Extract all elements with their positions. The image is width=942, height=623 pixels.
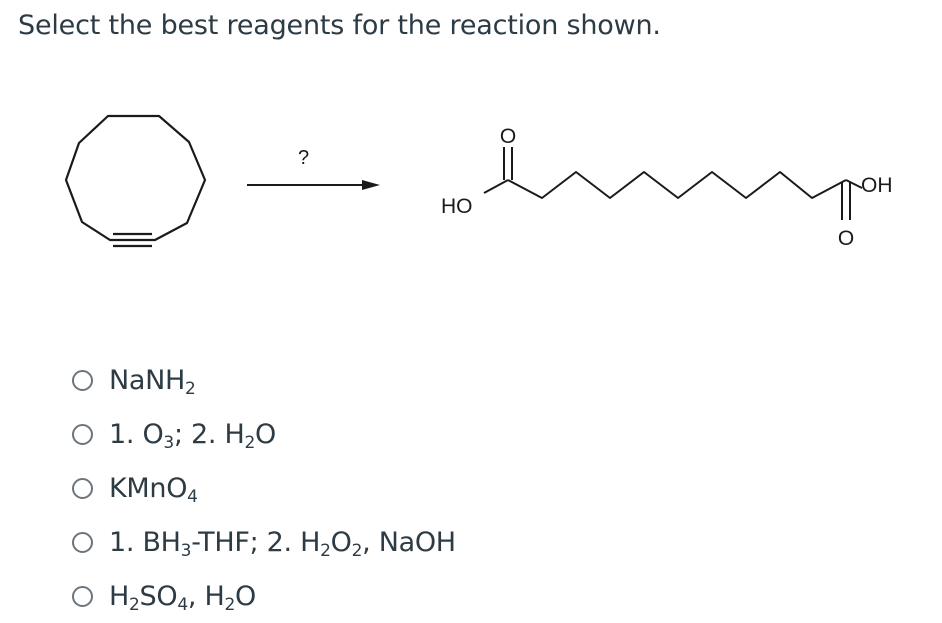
- answer-option[interactable]: H2SO4, H2O: [72, 569, 456, 623]
- option-label: 1. BH3-THF; 2. H2O2, NaOH: [109, 526, 456, 561]
- radio-button[interactable]: [72, 585, 93, 607]
- radio-button[interactable]: [72, 531, 93, 553]
- subscript: 2: [185, 378, 196, 399]
- radio-button[interactable]: [72, 369, 93, 391]
- cyclononyne-ring: [64, 114, 207, 242]
- carbon-chain: [507, 171, 847, 199]
- subscript: 2: [129, 594, 140, 615]
- question-text: Select the best reagents for the reactio…: [18, 10, 661, 41]
- hydroxyl-label-left: HO: [441, 195, 473, 218]
- subscript: 4: [187, 486, 198, 507]
- answer-option[interactable]: NaNH2: [72, 353, 456, 407]
- bond: [845, 179, 863, 189]
- option-label: 1. O3; 2. H2O: [109, 418, 276, 453]
- radio-button[interactable]: [72, 423, 93, 445]
- subscript: 3: [180, 540, 192, 561]
- subscript: 2: [351, 540, 363, 561]
- subscript: 2: [224, 594, 235, 615]
- option-label: NaNH2: [109, 364, 196, 399]
- reaction-arrow: [247, 180, 380, 190]
- subscript: 2: [244, 432, 255, 453]
- carbonyl-oxygen-top: O: [500, 125, 516, 148]
- option-label: H2SO4, H2O: [109, 580, 256, 615]
- hydroxyl-label-right: OH: [861, 174, 893, 197]
- subscript: 2: [320, 540, 331, 561]
- carbonyl-oxygen-bottom: O: [838, 227, 854, 250]
- reaction-scheme: ? HO O OH O: [64, 114, 893, 250]
- product-structure: [483, 147, 863, 220]
- answer-option[interactable]: 1. O3; 2. H2O: [72, 407, 456, 461]
- subscript: 3: [163, 432, 174, 453]
- answer-option[interactable]: 1. BH3-THF; 2. H2O2, NaOH: [72, 515, 456, 569]
- bond: [483, 179, 509, 194]
- answer-option[interactable]: KMnO4: [72, 461, 456, 515]
- subscript: 4: [177, 594, 188, 615]
- option-label: KMnO4: [109, 472, 198, 507]
- cyclononyne-structure: [64, 114, 207, 248]
- arrow-label: ?: [298, 147, 309, 169]
- radio-button[interactable]: [72, 477, 93, 499]
- answer-options: NaNH2 1. O3; 2. H2O KMnO4 1. BH3-THF; 2.…: [72, 353, 456, 623]
